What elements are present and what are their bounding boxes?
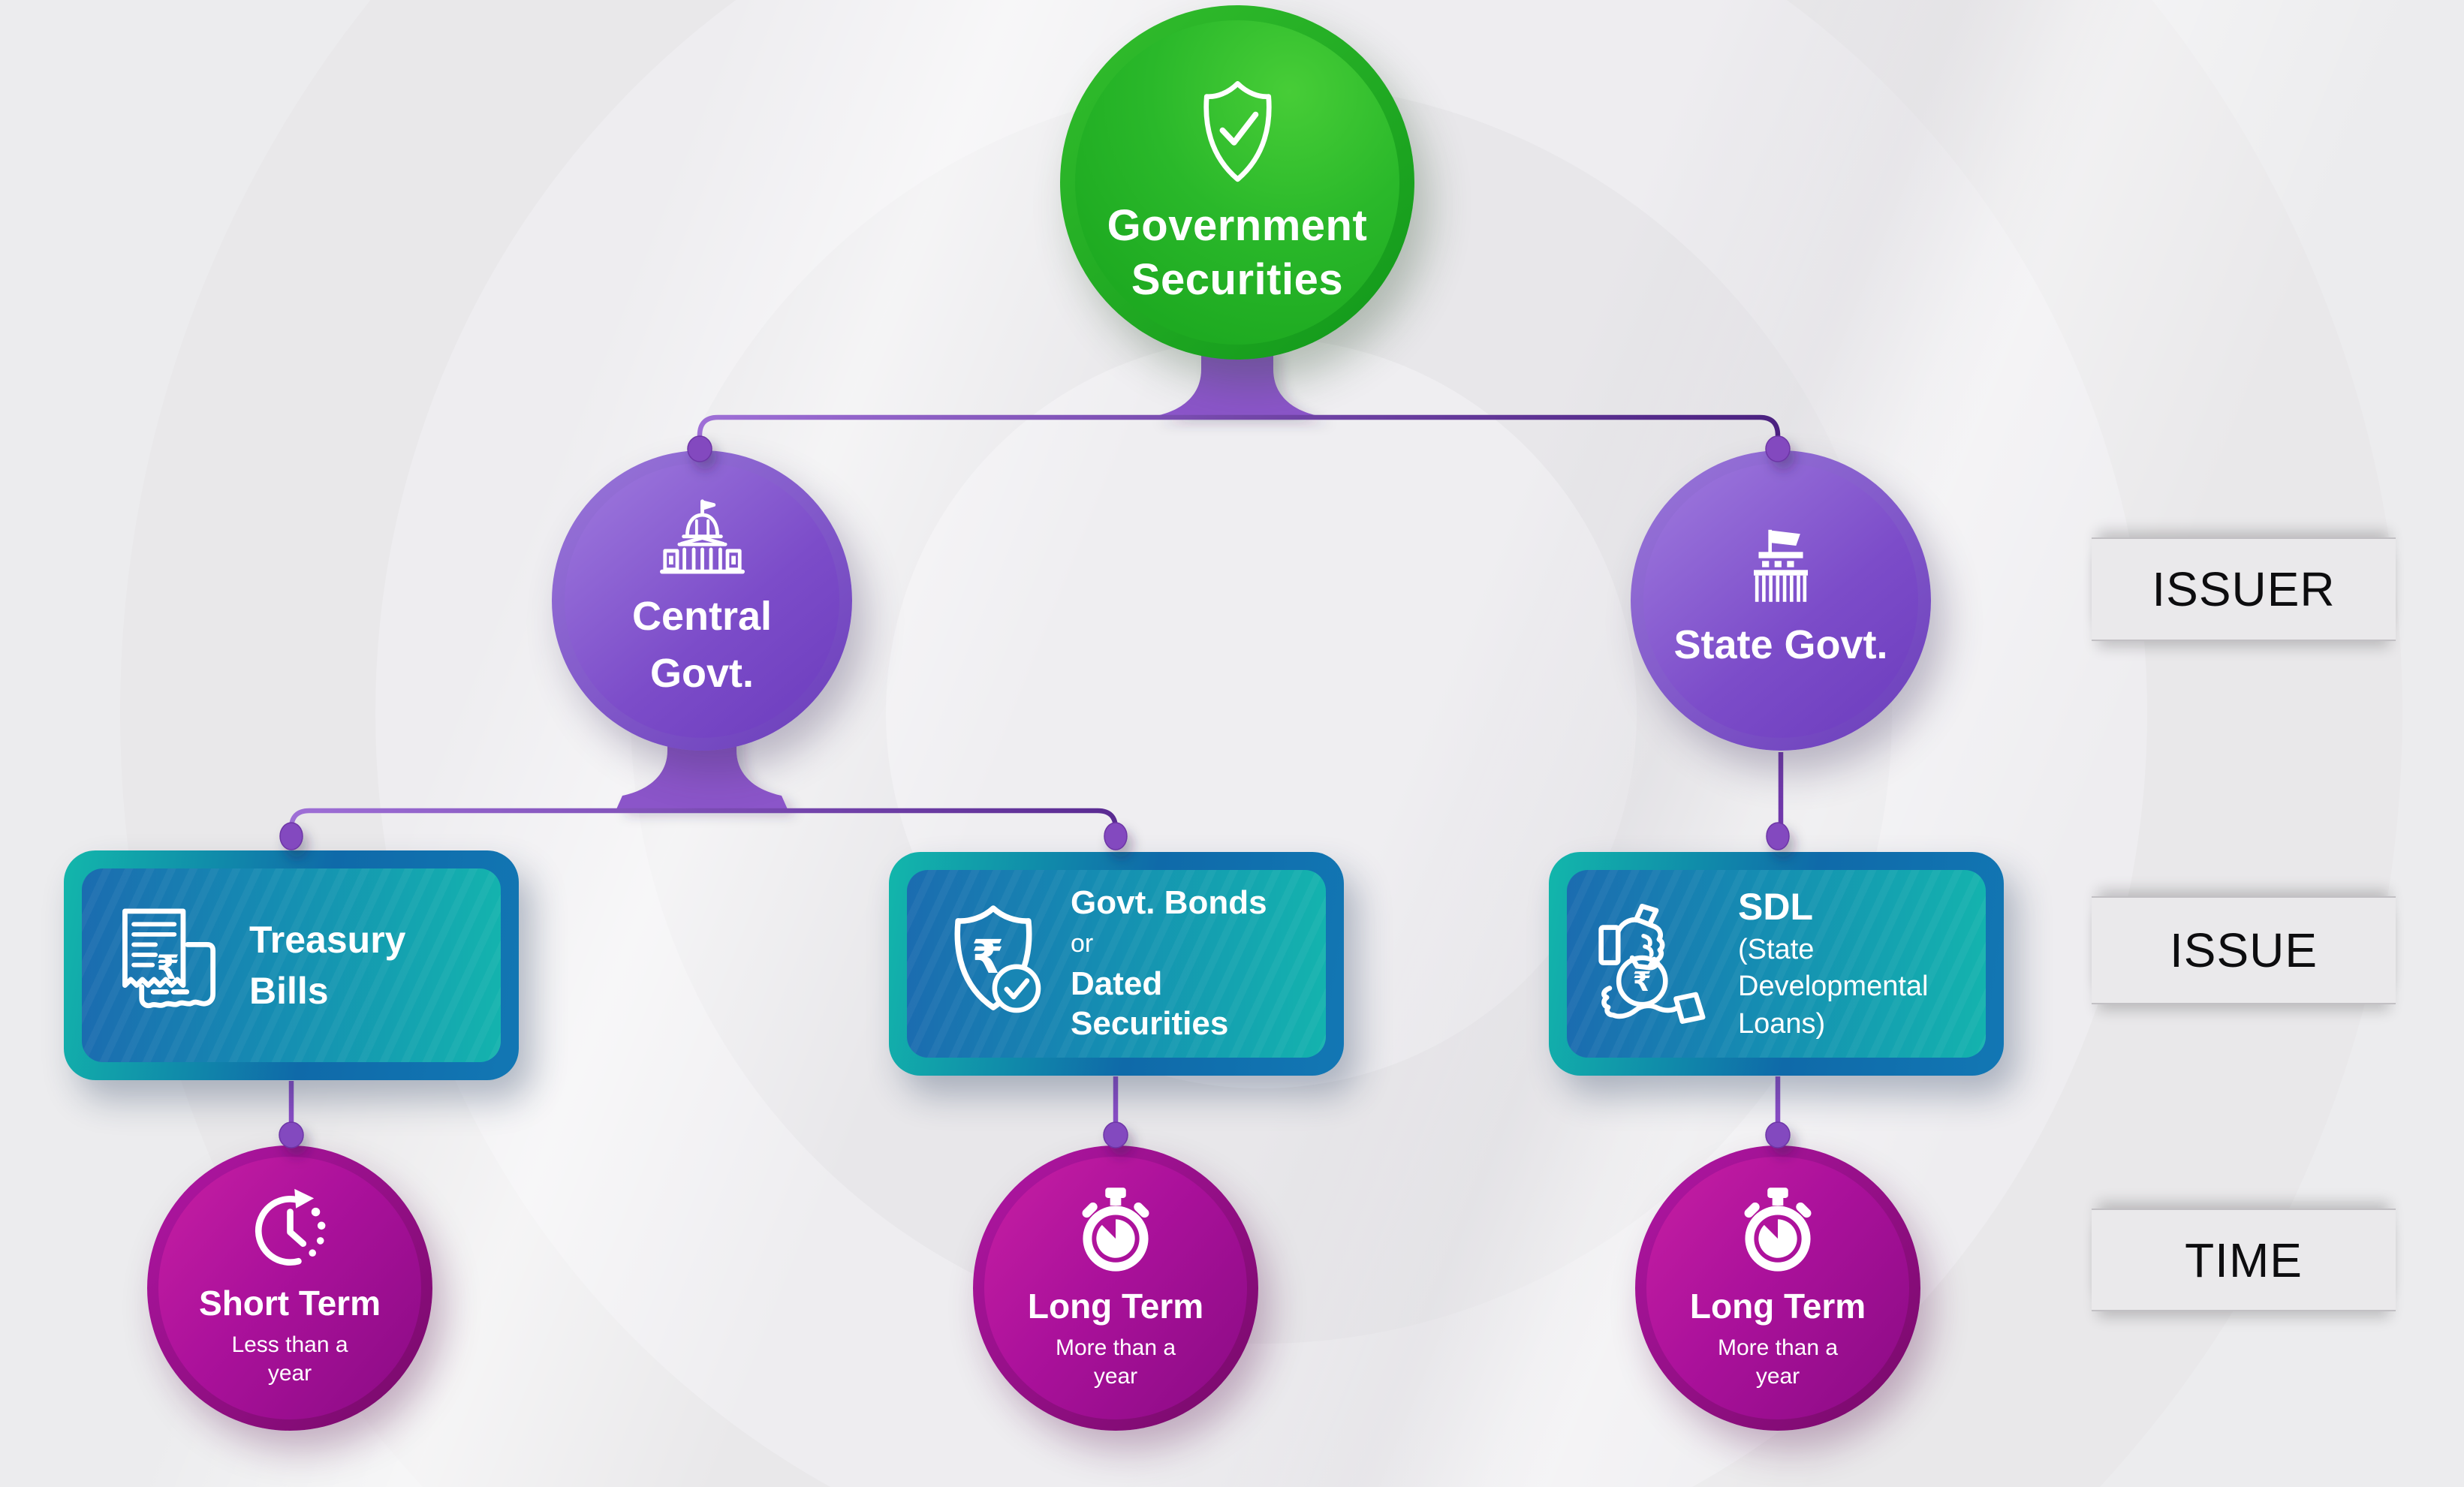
pin-dot-sdl bbox=[1766, 822, 1790, 850]
pin-dot-treasury bbox=[279, 822, 303, 850]
pin-dot-state bbox=[1765, 435, 1791, 462]
pin-dot-long-term-sdl bbox=[1765, 1121, 1791, 1148]
pin-dot-central bbox=[687, 435, 712, 462]
pin-dot-bonds bbox=[1104, 822, 1128, 850]
pin-dot-long-term-bonds bbox=[1103, 1121, 1128, 1148]
pin-dot-short-term bbox=[279, 1121, 304, 1148]
